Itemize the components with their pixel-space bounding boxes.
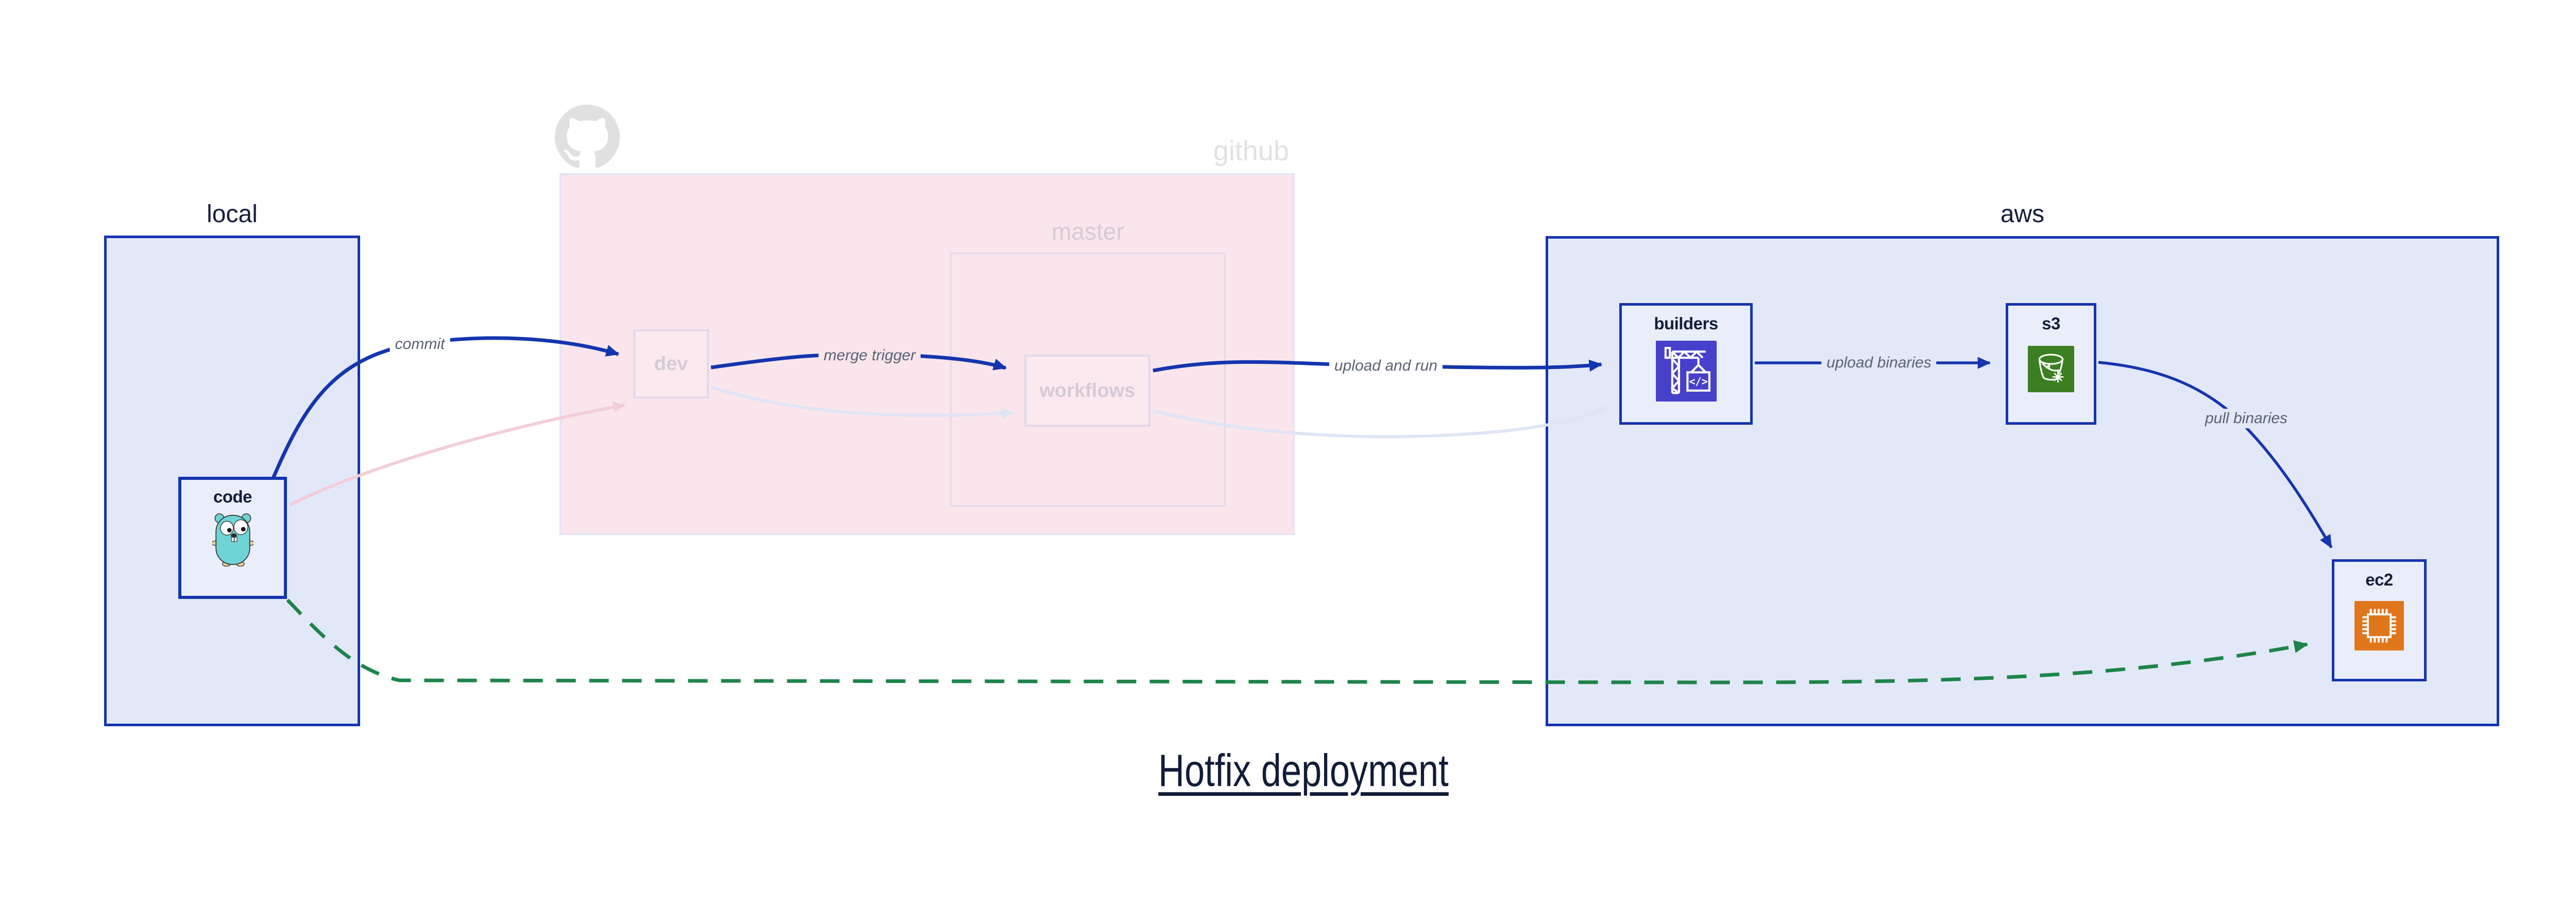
edge-label-pull-binaries: pull binaries (2199, 409, 2293, 428)
node-ec2: ec2 (2332, 559, 2427, 681)
node-code: code (178, 477, 287, 599)
master-branch-box (950, 253, 1226, 507)
github-octocat-icon (555, 105, 620, 168)
aws-codebuild-crane-icon: </> (1655, 341, 1717, 402)
edge-label-upload-and-run: upload and run (1329, 356, 1443, 376)
dev-label: dev (654, 353, 688, 375)
node-workflows: workflows (1024, 355, 1150, 427)
edge-label-merge-trigger: merge trigger (818, 346, 921, 365)
workflows-label: workflows (1039, 379, 1136, 402)
aws-ec2-chip-icon (2354, 601, 2404, 650)
diagram-title: Hotfix deployment (1122, 744, 1485, 797)
svg-text:</>: </> (1689, 375, 1707, 388)
code-label: code (213, 487, 252, 506)
github-group-label: github (1213, 136, 1289, 166)
edge-label-upload-binaries: upload binaries (1821, 353, 1937, 373)
master-branch-label: master (1052, 218, 1124, 245)
node-s3: s3 (2006, 303, 2096, 425)
s3-label: s3 (2042, 314, 2060, 333)
aws-group-label: aws (2000, 201, 2045, 228)
go-gopher-icon (212, 513, 253, 566)
node-builders: builders </> (1619, 303, 1753, 425)
aws-s3-bucket-icon (2028, 346, 2074, 392)
local-group-label: local (207, 201, 258, 228)
node-dev: dev (633, 329, 709, 398)
diagram-title-text: Hotfix deployment (1158, 745, 1449, 796)
ec2-label: ec2 (2365, 570, 2393, 589)
builders-label: builders (1654, 314, 1718, 333)
edge-label-commit: commit (389, 335, 450, 354)
